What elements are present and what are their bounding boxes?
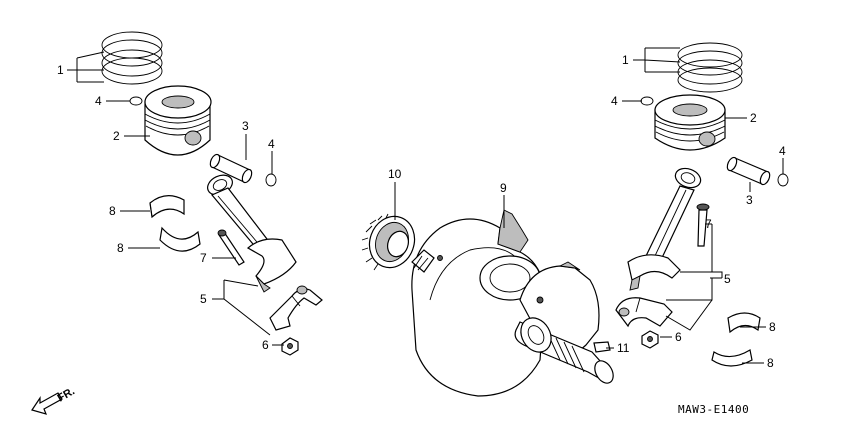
callout-11: 11 — [617, 341, 630, 355]
callout-5-left: 5 — [200, 292, 207, 306]
callout-4-right-outer: 4 — [611, 94, 618, 108]
left-rod-nut[interactable] — [281, 337, 299, 356]
callout-4-left-outer: 4 — [95, 94, 102, 108]
callout-8-left-lower: 8 — [117, 241, 124, 255]
crankshaft[interactable] — [411, 209, 617, 397]
crankshaft-key[interactable] — [593, 341, 611, 353]
callout-1-right: 1 — [622, 53, 629, 67]
right-circlip-outer[interactable] — [640, 96, 654, 106]
callout-leaders — [67, 47, 784, 364]
callout-8-left-upper: 8 — [109, 204, 116, 218]
right-bearing-lower[interactable] — [711, 349, 753, 367]
direction-label: FR. — [56, 385, 77, 404]
callout-8-right-upper: 8 — [769, 320, 776, 334]
right-rod-cap[interactable] — [615, 297, 673, 328]
callout-9: 9 — [500, 181, 507, 195]
callout-2-left: 2 — [113, 129, 120, 143]
right-connecting-rod[interactable] — [627, 165, 703, 291]
left-bearing-upper[interactable] — [149, 195, 185, 219]
crankshaft-gear[interactable] — [361, 210, 422, 274]
callout-6-right: 6 — [675, 330, 682, 344]
left-piston[interactable] — [144, 85, 212, 156]
right-piston-rings[interactable] — [677, 42, 743, 93]
front-direction-arrow: FR. — [31, 385, 77, 415]
left-rod-cap[interactable] — [269, 285, 323, 331]
right-circlip-inner[interactable] — [777, 173, 789, 187]
right-rod-nut[interactable] — [641, 330, 659, 349]
callout-3-right: 3 — [746, 193, 753, 207]
right-piston-pin[interactable] — [725, 156, 771, 186]
callout-1-left: 1 — [57, 63, 64, 77]
callout-6-left: 6 — [262, 338, 269, 352]
right-bearing-upper[interactable] — [727, 312, 761, 334]
callout-8-right-lower: 8 — [767, 356, 774, 370]
left-bearing-lower[interactable] — [159, 226, 201, 252]
callout-4-left-inner: 4 — [268, 137, 275, 151]
callout-5-right: 5 — [724, 272, 731, 286]
diagram-code: MAW3-E1400 — [678, 403, 749, 416]
left-piston-pin[interactable] — [208, 153, 253, 184]
left-rod-bolt[interactable] — [217, 229, 245, 266]
callout-7-left: 7 — [200, 251, 207, 265]
callout-10: 10 — [388, 167, 402, 181]
callout-labels: 1 4 2 3 4 8 8 7 5 6 10 9 11 1 4 2 4 3 7 … — [57, 53, 786, 370]
left-circlip-outer[interactable] — [129, 96, 143, 106]
right-rod-bolt[interactable] — [696, 203, 710, 247]
callout-2-right: 2 — [750, 111, 757, 125]
right-piston[interactable] — [654, 94, 726, 151]
left-circlip-inner[interactable] — [265, 173, 277, 187]
callout-3-left: 3 — [242, 119, 249, 133]
callout-4-right-inner: 4 — [779, 144, 786, 158]
left-piston-rings[interactable] — [101, 31, 163, 85]
left-connecting-rod[interactable] — [204, 171, 297, 293]
callout-7-right: 7 — [705, 217, 712, 231]
